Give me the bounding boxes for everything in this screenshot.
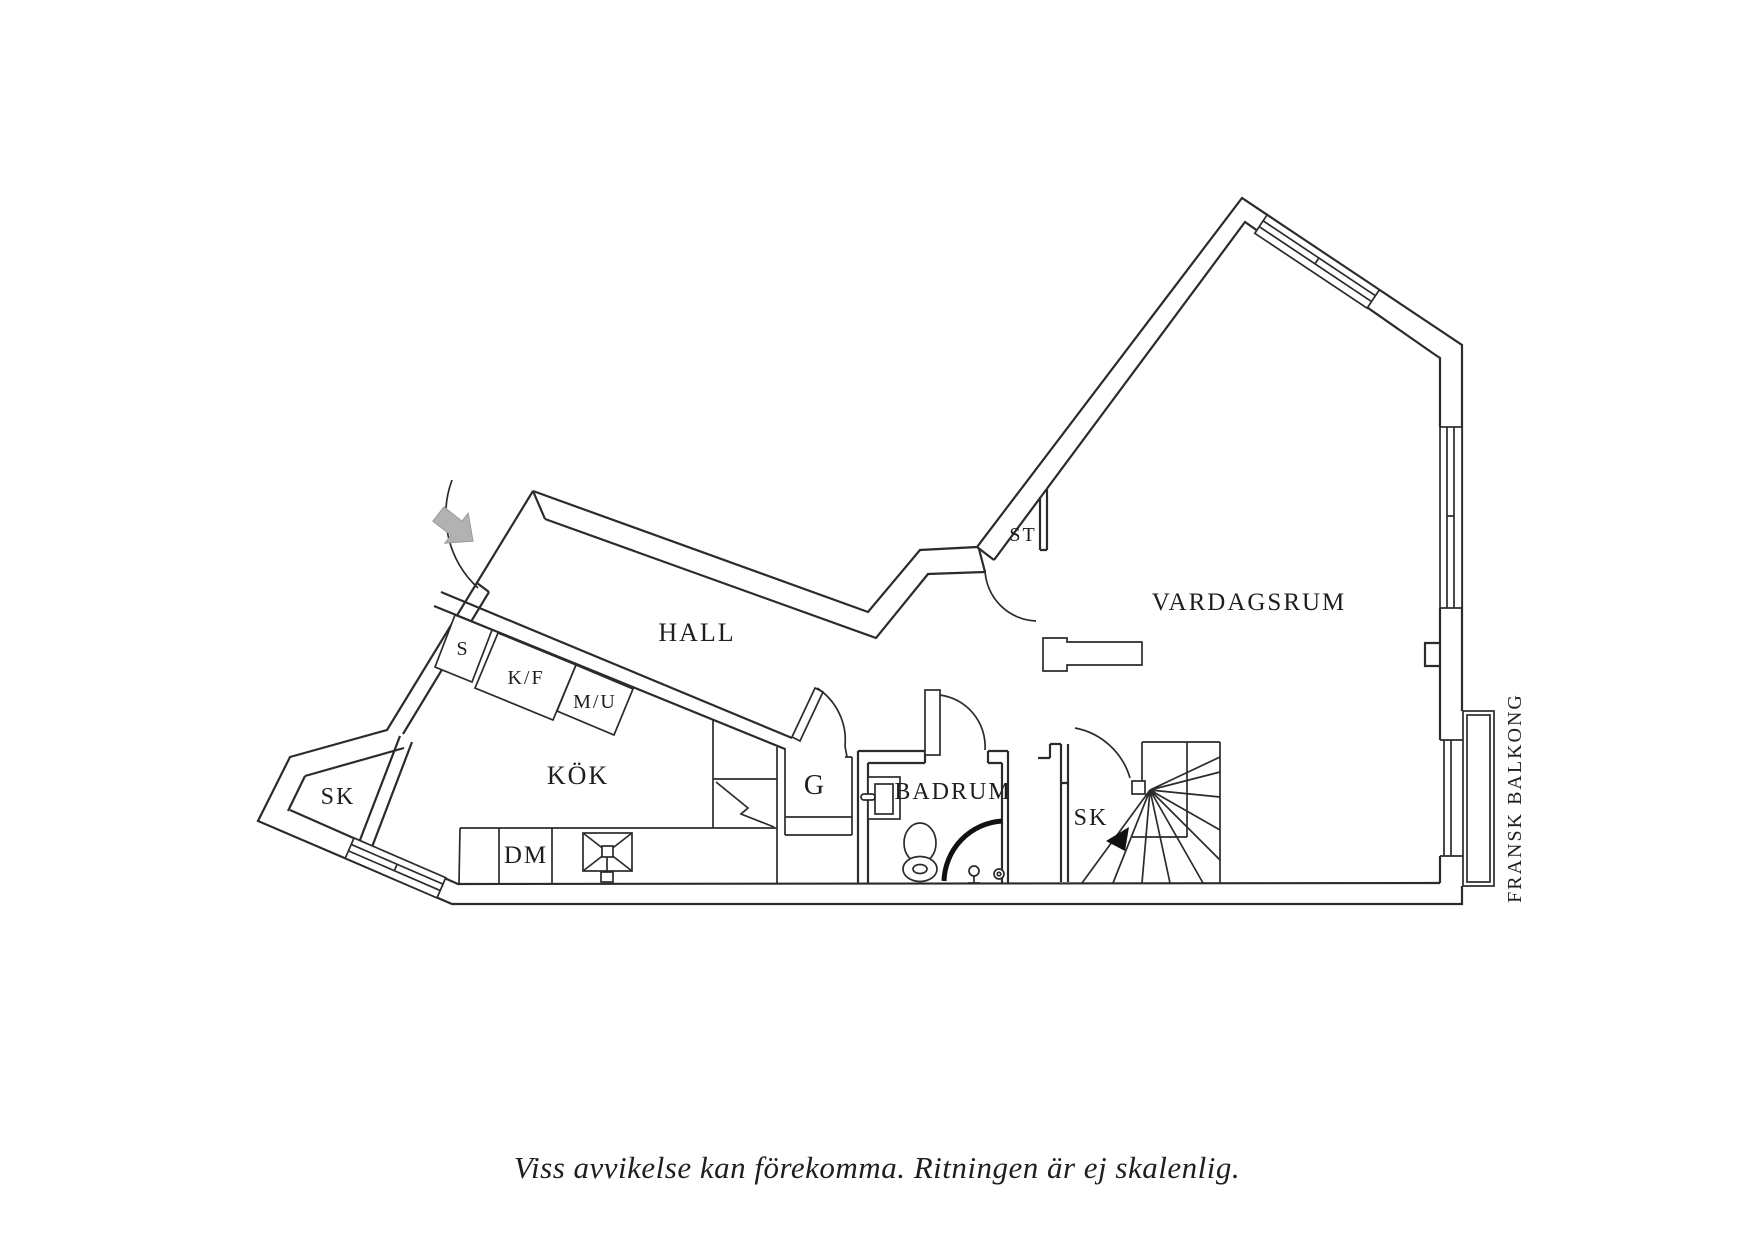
labels: HALL KÖK VARDAGSRUM BADRUM ST G SK SK S … <box>321 524 1526 1185</box>
doors <box>445 479 1131 779</box>
label-closet-hall: SK <box>321 784 356 810</box>
stair-closet-wall <box>1059 744 1070 882</box>
label-dishwasher: DM <box>504 842 548 869</box>
label-closet-stairs: SK <box>1074 805 1109 831</box>
kitchen-fixtures <box>433 613 778 885</box>
french-balcony-rail-inner <box>1466 714 1491 883</box>
sk-closet-walls <box>287 746 405 812</box>
shower <box>941 818 1005 884</box>
entry-jamb-cap <box>531 490 547 520</box>
label-hall: HALL <box>658 618 735 647</box>
entry-hinge-cap <box>476 582 490 593</box>
stairs <box>1081 741 1221 884</box>
window-top-right <box>1253 213 1381 310</box>
walls <box>256 196 1464 906</box>
kitchen-counter <box>458 827 777 885</box>
label-storage: ST <box>1009 524 1036 546</box>
label-wardrobe: G <box>804 770 826 801</box>
hyp-end-cap <box>976 546 995 561</box>
french-balcony-door <box>1440 739 1463 857</box>
label-bathroom: BADRUM <box>894 779 1011 805</box>
label-cleaning-cabinet: S <box>456 638 469 660</box>
kitchen-sink <box>582 832 633 883</box>
st-right-wall <box>1038 489 1049 552</box>
bathroom-sink <box>860 776 901 820</box>
cabinet-mu <box>555 663 635 737</box>
windows <box>344 213 1495 900</box>
chimney-stub <box>1042 637 1143 672</box>
french-balcony-rail-outer <box>1462 710 1495 887</box>
toilet <box>902 822 938 883</box>
label-kitchen: KÖK <box>547 761 609 790</box>
entry-arrow-icon <box>432 506 474 544</box>
tall-cabinet <box>712 720 778 883</box>
stairs-outline <box>1132 741 1221 883</box>
bathroom-door <box>924 689 986 756</box>
stair-closet-stub <box>1038 742 1061 760</box>
cabinet-kf <box>473 631 578 722</box>
label-micro-oven: M/U <box>573 691 617 713</box>
wardrobe-g-walls <box>784 748 853 836</box>
window-bottom-left <box>344 836 447 900</box>
inner-wall-bottom <box>289 808 1441 886</box>
stair-closet-door-arc <box>1074 727 1131 779</box>
right-wall-stub <box>1423 641 1440 668</box>
inner-wall-living <box>993 220 1435 561</box>
stair-direction-arrow <box>1106 827 1129 851</box>
inner-wall-right <box>1433 353 1442 883</box>
sk-kitchen-wall <box>358 735 414 848</box>
st-door-jamb-cap <box>977 548 987 573</box>
label-fridge-freezer: K/F <box>507 667 544 689</box>
label-living-room: VARDAGSRUM <box>1152 589 1347 616</box>
cabinet-s <box>433 613 494 684</box>
stairs-treads <box>1081 756 1221 884</box>
wardrobe-door <box>790 686 848 758</box>
window-right <box>1439 426 1463 609</box>
stair-newel <box>1131 780 1146 795</box>
st-door-arc <box>984 569 1037 622</box>
bathroom-fixtures <box>860 776 1005 884</box>
label-french-balcony: FRANSK BALKONG <box>1504 693 1526 903</box>
outer-wall-bottom <box>256 490 1464 906</box>
inner-wall-hall-top <box>544 517 986 640</box>
caption-disclaimer: Viss avvikelse kan förekomma. Ritningen … <box>514 1150 1240 1185</box>
